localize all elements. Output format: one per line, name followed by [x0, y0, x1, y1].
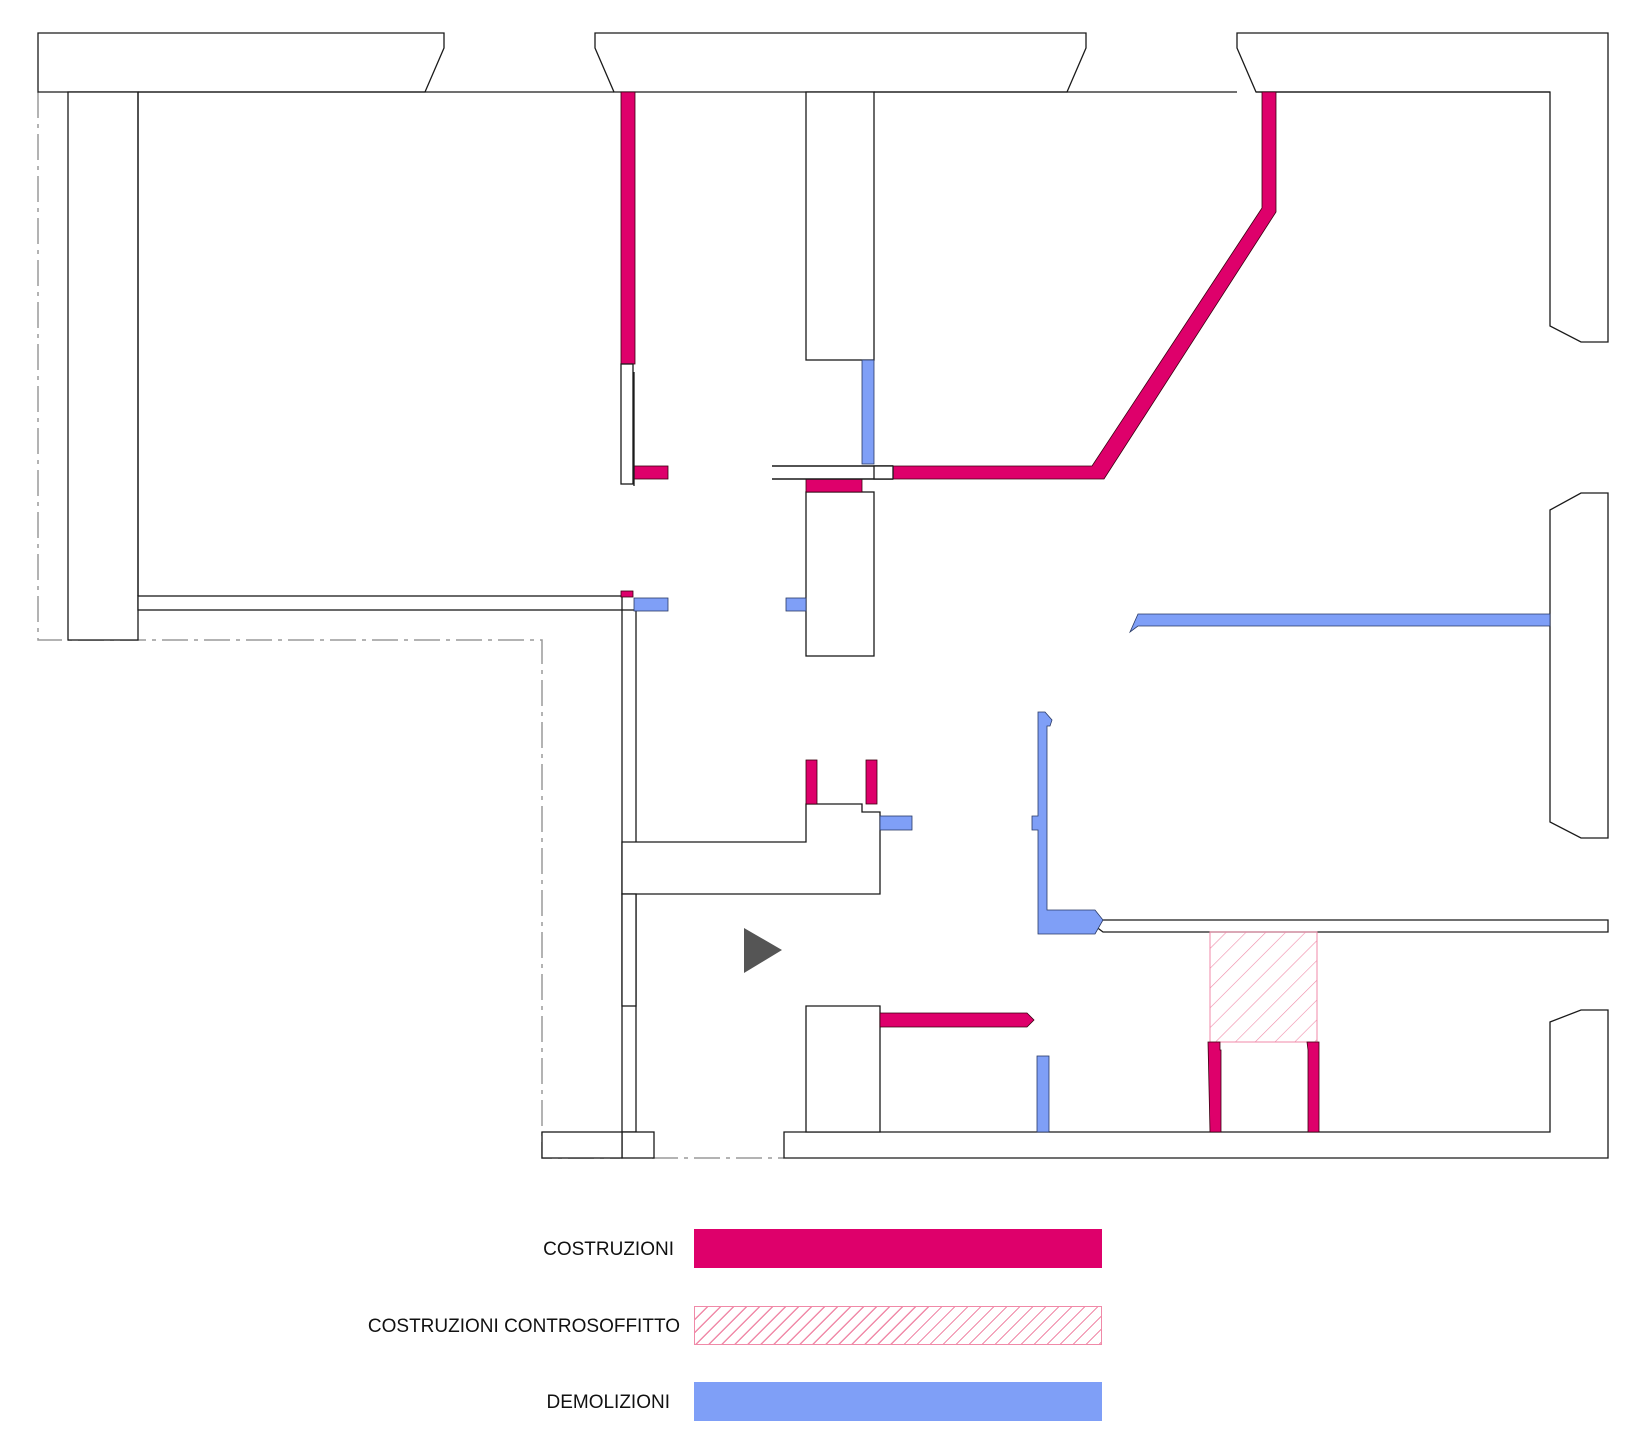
demolizioni-walls: [633, 359, 1551, 1133]
entrance-arrow-icon: [744, 928, 782, 973]
property-boundary: [37, 92, 784, 1159]
legend-swatch-demolizioni: [694, 1382, 1102, 1421]
door-jambs: [620, 363, 894, 486]
legend-swatch-costruzioni: [694, 1229, 1102, 1268]
legend-label-costruzioni: COSTRUZIONI: [543, 1239, 674, 1260]
legend-label-demolizioni: DEMOLIZIONI: [546, 1392, 670, 1413]
controsoffitto-area: [1209, 931, 1318, 1043]
costruzioni-walls: [620, 91, 1320, 1133]
existing-walls: [37, 32, 1609, 1159]
legend-swatch-controsoffitto: [694, 1306, 1102, 1345]
legend-label-controsoffitto: COSTRUZIONI CONTROSOFFITTO: [367, 1316, 680, 1337]
